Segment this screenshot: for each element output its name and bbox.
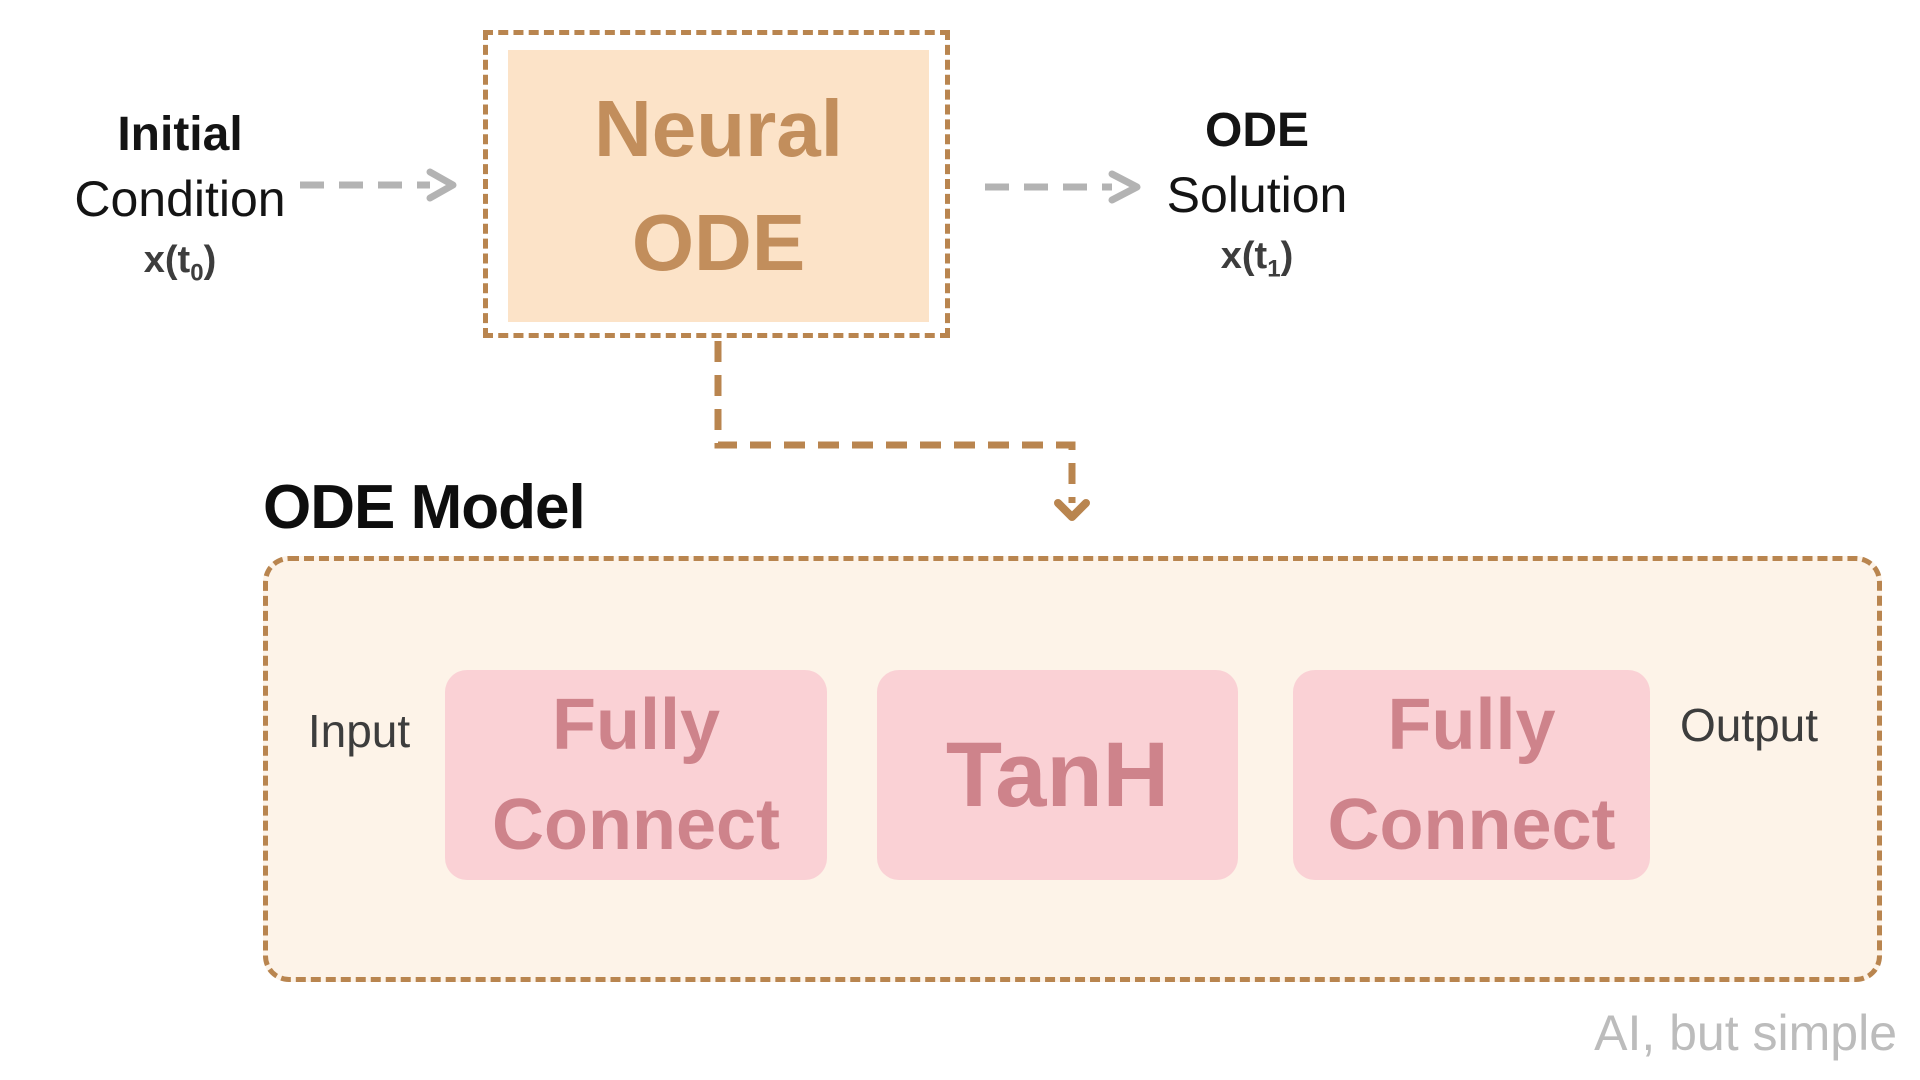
solution-line: Solution — [1166, 167, 1348, 223]
neural-ode-box: Neural ODE — [483, 30, 950, 338]
input-label: Input — [307, 705, 411, 757]
neural-ode-box-fill: Neural ODE — [508, 50, 929, 322]
condition-line: Condition — [74, 171, 286, 227]
neural-to-model-connector-arrow-icon — [714, 341, 1090, 521]
initial-condition-label: Initial Condition x(t0) — [20, 104, 340, 302]
ode-model-title: ODE Model — [263, 473, 586, 542]
fc1-line1: Fully — [551, 685, 720, 765]
fc2-line2: Connect — [1327, 785, 1616, 865]
fully-connect-layer-2: Fully Connect — [1293, 670, 1650, 880]
fc2-line1: Fully — [1387, 685, 1556, 765]
ode-line: ODE — [1204, 104, 1309, 157]
fully-connect-layer-1: Fully Connect — [445, 670, 827, 880]
ode-solution-label: ODE Solution x(t1) — [1107, 100, 1407, 298]
fc1-line2: Connect — [492, 785, 780, 865]
initial-state-symbol: x(t0) — [143, 239, 217, 287]
solution-state-symbol: x(t1) — [1220, 235, 1294, 283]
initial-line: Initial — [117, 108, 243, 161]
watermark: AI, but simple — [1594, 1005, 1897, 1061]
output-label: Output — [1679, 699, 1819, 751]
neural-ode-line1: Neural — [594, 84, 843, 173]
tanh-layer: TanH — [877, 670, 1238, 880]
tanh-label: TanH — [945, 724, 1170, 826]
neural-ode-line2: ODE — [631, 198, 806, 287]
